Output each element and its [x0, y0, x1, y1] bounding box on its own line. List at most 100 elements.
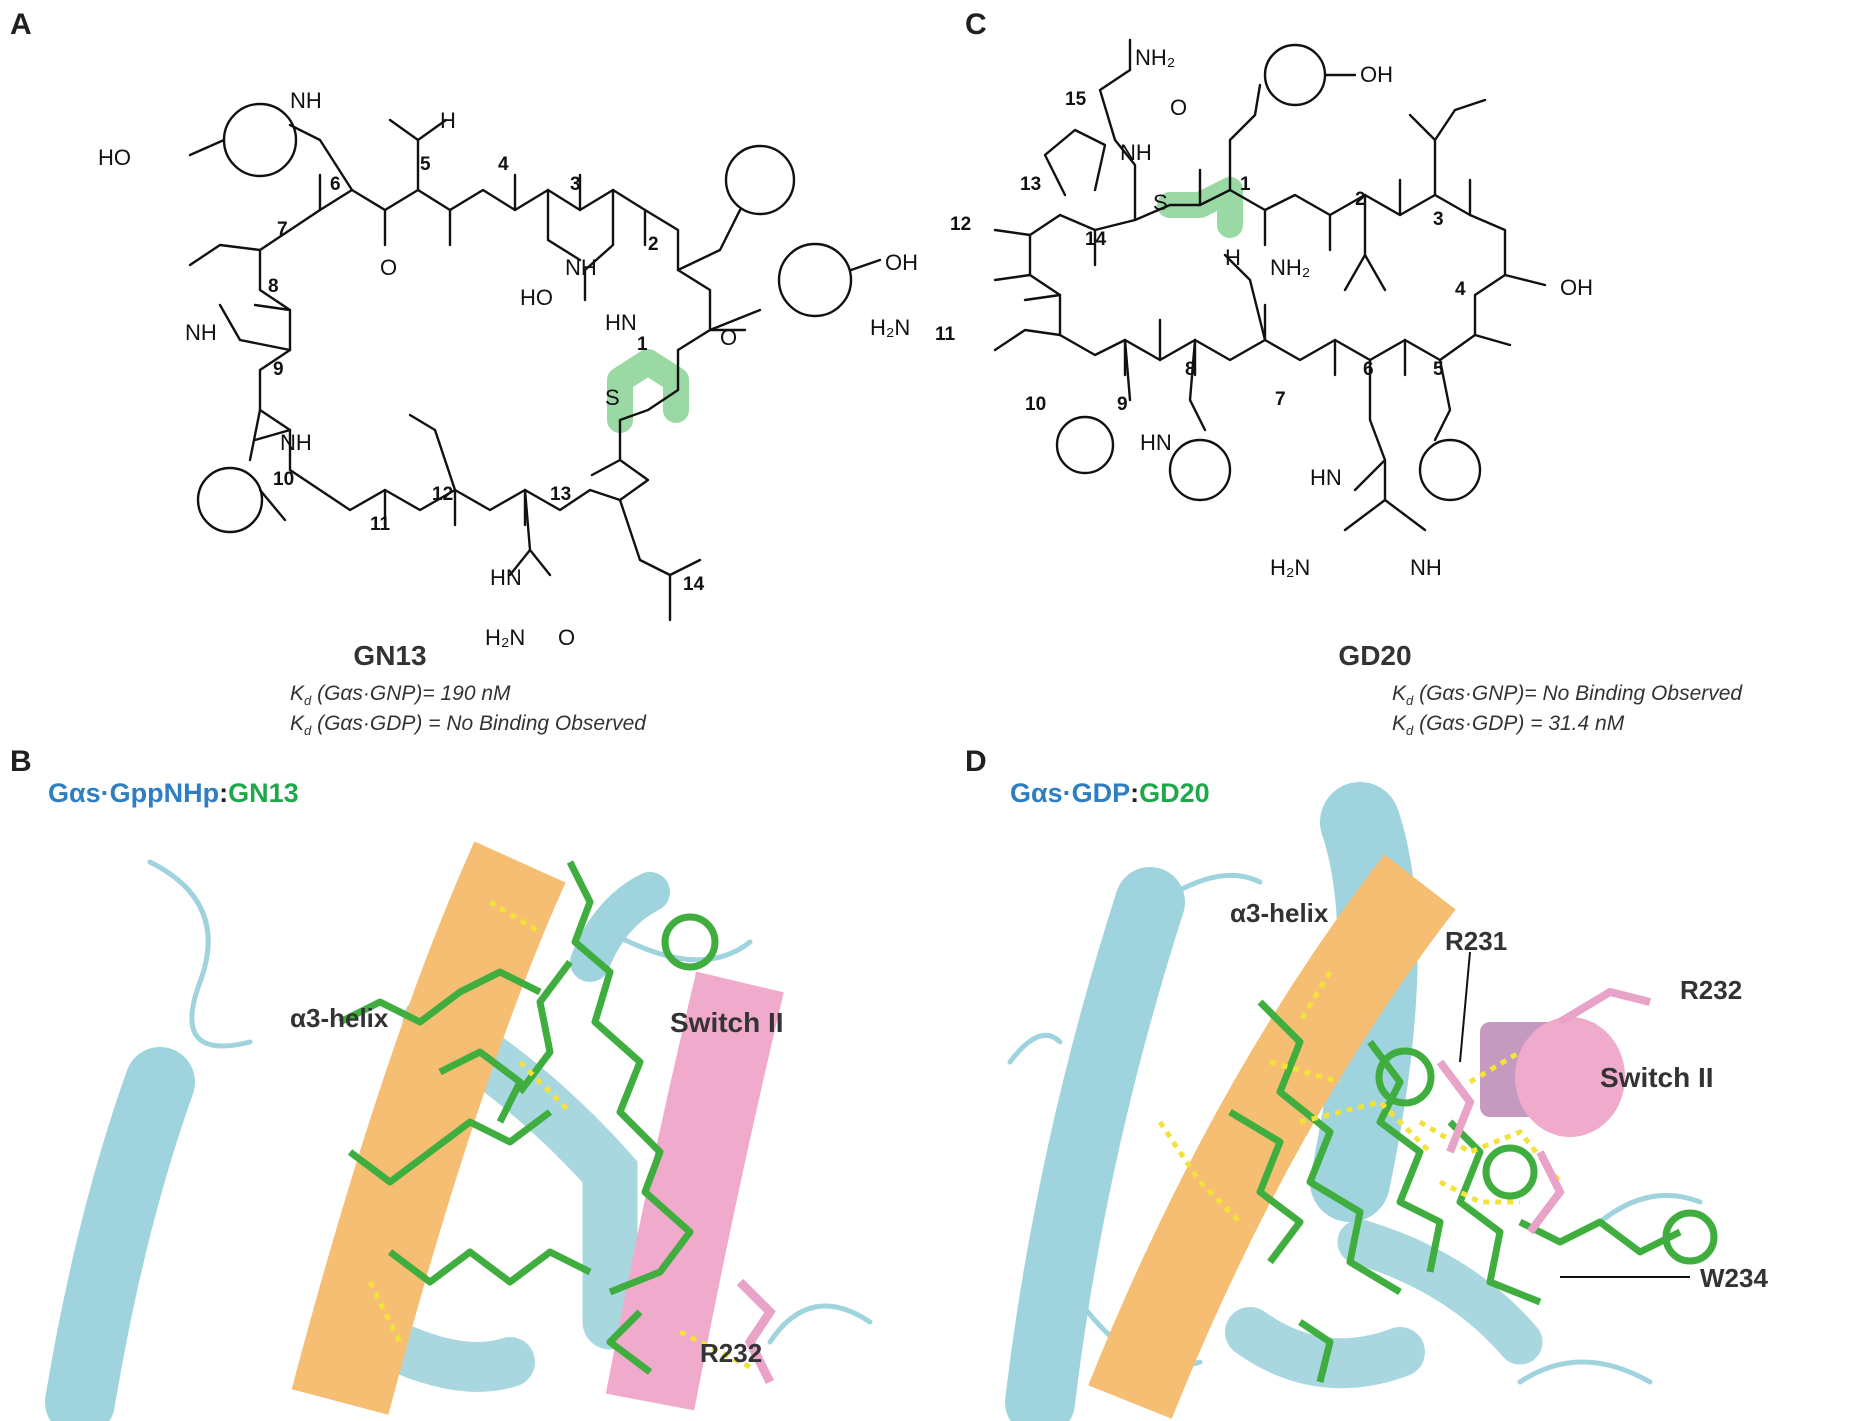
alpha3-helix-cartoon: [1088, 854, 1456, 1419]
gd20-kd-gdp: Kd (Gαs·GDP) = 31.4 nM: [1392, 712, 1624, 738]
gd20-residue-number: 11: [935, 324, 956, 345]
switch-ii-cartoon: [1480, 1017, 1625, 1137]
peptide-sticks: [1228, 999, 1718, 1383]
gd20-oh-label: OH: [1360, 62, 1393, 87]
gd20-hn-label: HN: [1310, 465, 1342, 490]
switch-ii-label: Switch II: [670, 1007, 784, 1038]
gn13-nh-label: NH: [280, 430, 312, 455]
panel-b-title-sep: :: [219, 778, 229, 808]
gn13-residue-number: 1: [637, 334, 648, 355]
gd20-residue-number: 14: [1085, 229, 1107, 250]
gn13-nh-label: NH: [565, 255, 597, 280]
gn13-o-label: O: [558, 625, 575, 650]
kd-subscript: d: [304, 723, 312, 739]
gn13-residue-number: 14: [683, 574, 705, 595]
panel-d-structure-render: α3-helix R231 R232 Switch II W234: [1005, 782, 1768, 1421]
kd-symbol: K: [290, 712, 305, 735]
switch-ii-label: Switch II: [1600, 1062, 1714, 1093]
gd20-nh-label: NH: [1120, 140, 1152, 165]
kd-symbol: K: [1392, 682, 1407, 705]
alpha3-helix-label: α3-helix: [1230, 898, 1329, 928]
gn13-residue-number: 7: [277, 219, 288, 240]
gd20-h2n-label: H₂N: [870, 315, 910, 340]
panel-d-title: Gαs·GDP:GD20: [1010, 778, 1210, 809]
gn13-s-label: S: [605, 385, 620, 410]
gn13-oh-label: HO: [98, 145, 131, 170]
gd20-residue-number: 1: [1240, 174, 1251, 195]
gd20-residue-number: 9: [1117, 394, 1128, 415]
switch-ii-cartoon: [605, 971, 784, 1411]
peptide-sticks: [338, 860, 719, 1375]
gd20-o-label: O: [1170, 95, 1187, 120]
gn13-residue-number: 2: [648, 234, 659, 255]
panel-d-title-protein: Gαs·GDP: [1010, 778, 1131, 808]
gn13-residue-number: 11: [370, 514, 391, 535]
panel-b-title-peptide: GN13: [228, 778, 299, 808]
gn13-residue-number: 8: [268, 276, 279, 297]
gd20-nh2-label: NH₂: [1135, 45, 1175, 70]
kd-symbol: K: [290, 682, 305, 705]
gd20-residue-number: 10: [1025, 394, 1046, 415]
gn13-oh-label: OH: [885, 250, 918, 275]
panel-b-title: Gαs·GppNHp:GN13: [48, 778, 299, 809]
w234-side-chain: [1526, 1150, 1565, 1235]
gn13-nh-label: NH: [185, 320, 217, 345]
gd20-nh-label: NH: [1410, 555, 1442, 580]
gn13-h2n-label: H₂N: [485, 625, 525, 650]
gn13-residue-number: 6: [330, 174, 341, 195]
gn13-nh-label: H: [440, 108, 456, 133]
gd20-kd-gnp: Kd (Gαs·GNP)= No Binding Observed: [1392, 682, 1742, 708]
gn13-o-label: O: [720, 325, 737, 350]
gn13-nh-label: NH: [290, 88, 322, 113]
gn13-kd-gnp-value: (Gαs·GNP)= 190 nM: [317, 682, 511, 705]
gd20-residue-number: 2: [1355, 189, 1366, 210]
r231-label: R231: [1445, 926, 1507, 956]
panel-letter-b: B: [10, 745, 32, 778]
kd-subscript: d: [1406, 723, 1414, 739]
r231-side-chain: [1436, 1059, 1475, 1154]
gn13-residue-number: 10: [273, 469, 294, 490]
gn13-residue-number: 9: [273, 359, 284, 380]
gn13-kd-gnp: Kd (Gαs·GNP)= 190 nM: [290, 682, 511, 708]
r232-side-chain: [736, 1278, 776, 1385]
gn13-residue-number: 4: [498, 154, 509, 175]
gn13-kd-gdp: Kd (Gαs·GDP) = No Binding Observed: [290, 712, 646, 738]
gd20-hn-label: HN: [1140, 430, 1172, 455]
panel-d-title-sep: :: [1130, 778, 1140, 808]
gd20-oh-label: OH: [1560, 275, 1593, 300]
r232-side-chain: [1557, 987, 1651, 1026]
alpha3-helix-label: α3-helix: [290, 1003, 389, 1033]
kd-subscript: d: [304, 693, 312, 709]
gn13-residue-number: 3: [570, 174, 581, 195]
gd20-h-label: H: [1225, 245, 1241, 270]
gd20-s-label: S: [1153, 190, 1168, 215]
gd20-residue-number: 13: [1020, 174, 1041, 195]
gd20-residue-number: 4: [1455, 279, 1466, 300]
kd-symbol: K: [1392, 712, 1407, 735]
gd20-residue-number: 5: [1433, 359, 1444, 380]
w234-label: W234: [1700, 1263, 1768, 1293]
gn13-kd-gdp-value: (Gαs·GDP) = No Binding Observed: [317, 712, 646, 735]
alpha3-helix-cartoon: [291, 841, 566, 1415]
gd20-h2n-label: H₂N: [1270, 555, 1310, 580]
gn13-hn-label: HN: [490, 565, 522, 590]
panel-d-title-peptide: GD20: [1139, 778, 1210, 808]
gn13-oh-label: HO: [520, 285, 553, 310]
gd20-nh2-label: NH₂: [1270, 255, 1310, 280]
r232-label: R232: [1680, 975, 1742, 1005]
gd20-residue-number: 15: [1065, 89, 1087, 110]
kd-subscript: d: [1406, 693, 1414, 709]
gn13-o-label: O: [380, 255, 397, 280]
gn13-residue-number: 12: [432, 484, 453, 505]
gd20-kd-gnp-value: (Gαs·GNP)= No Binding Observed: [1419, 682, 1743, 705]
gn13-residue-number: 5: [420, 154, 431, 175]
gd20-residue-number: 6: [1363, 359, 1374, 380]
gd20-residue-number: 12: [950, 214, 971, 235]
panel-b-structure-render: α3-helix Switch II R232: [45, 841, 873, 1421]
gd20-structure: NH₂ O NH OH S H OH NH₂ H₂N HN HN H₂N NH …: [870, 38, 1593, 580]
panel-letter-d: D: [965, 745, 987, 778]
gd20-residue-number: 3: [1433, 209, 1444, 230]
gn13-structure: NH H HO O NH HO O OH S HN NH HN H₂N O NH…: [98, 88, 918, 650]
r232-label: R232: [700, 1338, 762, 1368]
gd20-residue-number: 8: [1185, 359, 1196, 380]
